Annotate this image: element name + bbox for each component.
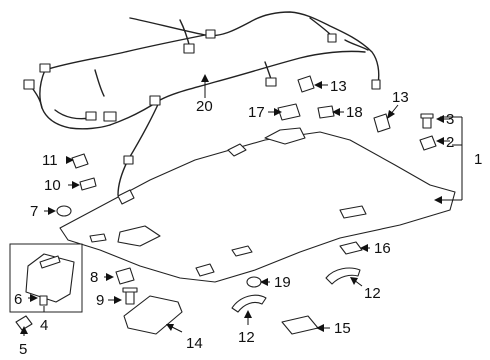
- sunvisor-box: [9, 243, 83, 331]
- part-8-clip: [115, 267, 135, 285]
- part-11-clip: [71, 153, 89, 169]
- callout-labels: 1 2 3 4 5 6 7 8 9 10 11 12 12 13 13 14 1…: [14, 78, 482, 358]
- callout-18: 18: [346, 104, 363, 121]
- callout-12-lower: 12: [238, 329, 255, 346]
- part-12-handle-lower: [231, 294, 267, 313]
- callout-19: 19: [274, 274, 291, 291]
- wiring-harness: [23, 11, 381, 196]
- callout-7: 7: [30, 203, 38, 220]
- part-12-handle-right: [325, 267, 361, 285]
- callout-2: 2: [446, 134, 454, 151]
- callout-13-left: 13: [330, 78, 347, 95]
- part-18-clip: [317, 105, 335, 119]
- callout-20: 20: [196, 98, 213, 115]
- callout-10: 10: [44, 177, 61, 194]
- callout-9: 9: [96, 292, 104, 309]
- part-9-screw: [122, 287, 138, 305]
- callout-5: 5: [19, 341, 27, 358]
- part-19-cap: [246, 276, 262, 288]
- headliner-panel: [59, 127, 456, 283]
- part-7-clip: [56, 205, 72, 217]
- part-16-trim: [339, 241, 363, 255]
- part-14-lamp: [123, 295, 183, 335]
- part-15-lamp: [281, 315, 319, 335]
- part-2-bracket: [419, 135, 437, 151]
- part-3-screw: [420, 113, 434, 129]
- callout-15: 15: [334, 320, 351, 337]
- callout-3: 3: [446, 111, 454, 128]
- callout-4: 4: [40, 317, 48, 334]
- callout-16: 16: [374, 240, 391, 257]
- callout-1: 1: [474, 151, 482, 168]
- part-13-bracket-left: [297, 75, 315, 93]
- callout-13-right: 13: [392, 89, 409, 106]
- callout-8: 8: [90, 269, 98, 286]
- callout-11: 11: [42, 152, 58, 169]
- callout-12-right: 12: [364, 285, 381, 302]
- callout-6: 6: [14, 291, 22, 308]
- part-10-pad: [79, 177, 97, 191]
- part-13-bracket-right: [373, 113, 391, 133]
- callout-14: 14: [186, 335, 203, 352]
- part-17-clip: [277, 103, 301, 121]
- callout-17: 17: [248, 104, 265, 121]
- leader-lines: [20, 74, 463, 336]
